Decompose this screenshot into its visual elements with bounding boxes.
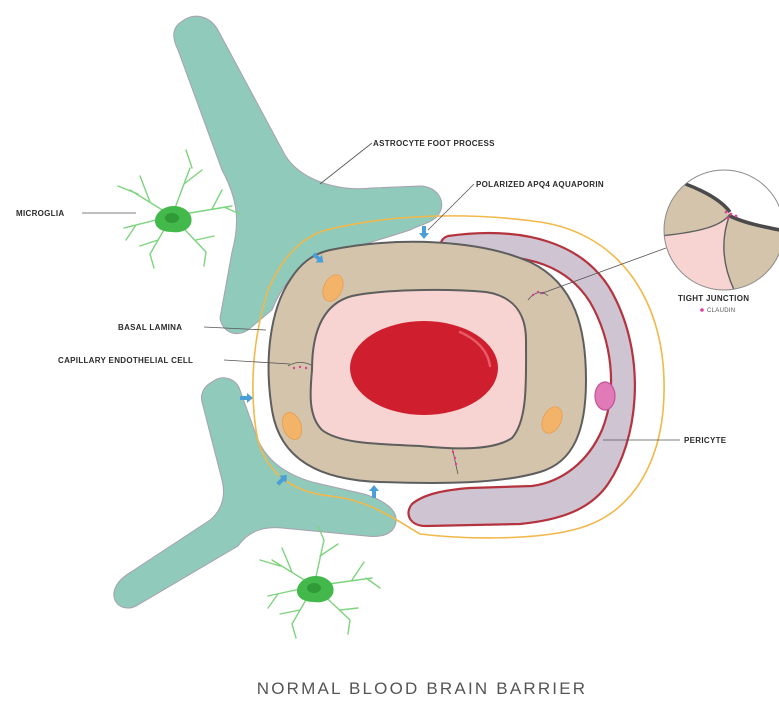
label-microglia: MICROGLIA [16,209,64,218]
pericyte-nucleus [595,382,615,410]
claudin-legend: CLAUDIN [700,308,735,314]
label-pericyte: PERICYTE [684,436,727,445]
label-claudin: CLAUDIN [707,308,735,314]
label-tight-junction: TIGHT JUNCTION [678,294,749,303]
label-basal-lamina: BASAL LAMINA [118,323,182,332]
label-capillary-endothelial-cell: CAPILLARY ENDOTHELIAL CELL [58,356,193,365]
diagram-title: NORMAL BLOOD BRAIN BARRIER [257,679,588,698]
red-blood-cell [350,321,498,415]
label-polarized-apq4-aquaporin: POLARIZED APQ4 AQUAPORIN [476,180,604,189]
tight-junction-inset [660,168,779,294]
arrow-icon [419,226,429,239]
label-astrocyte-foot-process: ASTROCYTE FOOT PROCESS [373,139,495,148]
microglia-lower [260,526,380,638]
